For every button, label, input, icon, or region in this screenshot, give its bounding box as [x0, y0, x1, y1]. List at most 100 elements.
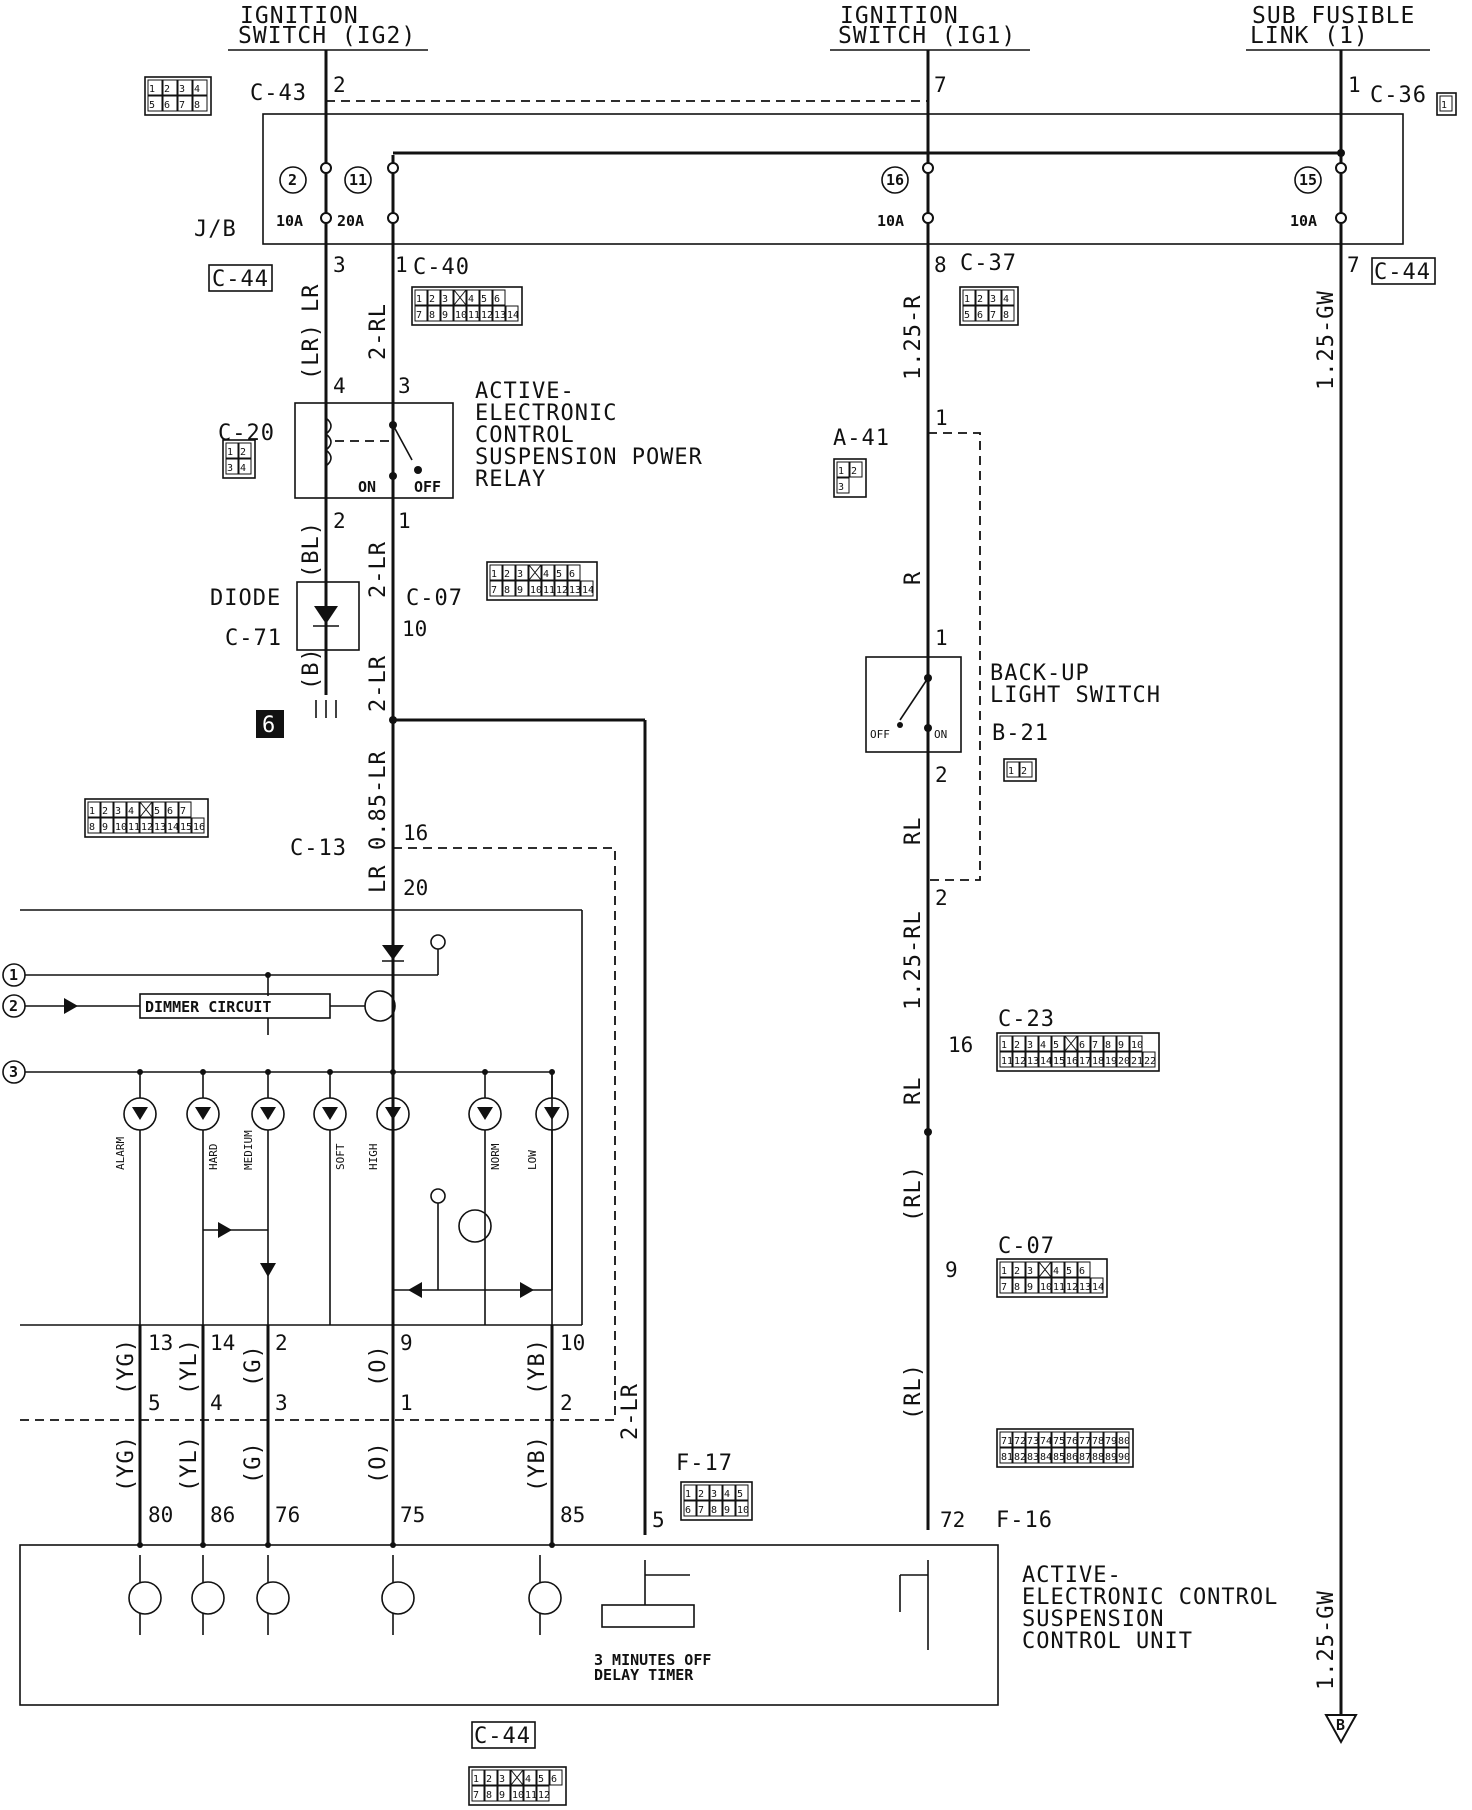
connector-cell: 6 [977, 310, 983, 321]
connector-cell: 83 [1027, 1452, 1039, 1463]
connector-cell: 7 [180, 806, 186, 817]
connector-cell: 14 [167, 822, 179, 833]
header-sub-line1: SUB FUSIBLE [1252, 3, 1415, 29]
connector-cell: 9 [1027, 1282, 1033, 1293]
connector-cell: 2 [429, 294, 435, 305]
connector-cell: 1 [964, 294, 970, 305]
indicator-label-2: MEDIUM [242, 1130, 255, 1170]
side-ref-2: 2 [9, 997, 18, 1015]
ecu-transistors [128, 1555, 562, 1635]
connector-c20: C-20 [218, 421, 275, 446]
connector-cell: 3 [442, 294, 448, 305]
connector-cell: 8 [504, 585, 510, 596]
pin-c07-10: 10 [402, 617, 427, 641]
connector-cell: 21 [1131, 1056, 1143, 1067]
connector-cell: 1 [1001, 1266, 1007, 1277]
connector-cell: 1 [416, 294, 422, 305]
connector-cell: 2 [240, 447, 246, 458]
pin-13: 13 [148, 1331, 173, 1355]
connector-cell: 7 [473, 1790, 479, 1801]
timer-label-2: DELAY TIMER [594, 1666, 694, 1684]
diode-label: DIODE [210, 586, 281, 611]
indicator-alarm: ALARM [114, 1069, 157, 1325]
connector-cell: 12 [556, 585, 568, 596]
fuse-no-11: 11 [349, 171, 367, 189]
connector-cell: 1 [149, 84, 155, 95]
connector-cell: 9 [442, 310, 448, 321]
relay-on-label: ON [358, 478, 376, 496]
connector-cell: 1 [473, 1774, 479, 1785]
fuse-rating-mid: 10A [877, 212, 904, 230]
wire-label-125gw-b: 1.25-GW [1314, 1590, 1339, 1690]
connector-cell: 15 [180, 822, 192, 833]
connector-cell: 3 [227, 463, 233, 474]
relay-title-5: RELAY [475, 467, 546, 492]
wire-g-2: (G) [241, 1441, 266, 1484]
connector-cell: 8 [1003, 310, 1009, 321]
diode-c71-box [296, 581, 360, 651]
connector-cell: 18 [1092, 1056, 1104, 1067]
connector-cell: 88 [1092, 1452, 1104, 1463]
pin-relay-3: 3 [398, 374, 411, 398]
connector-cell: 10 [530, 585, 542, 596]
connector-cell: 9 [517, 585, 523, 596]
header-ignition-ig1: IGNITION SWITCH (IG1) [830, 3, 1030, 51]
fuse-rating-right: 10A [1290, 212, 1317, 230]
backup-title-1: BACK-UP [990, 661, 1090, 686]
connector-cell: 5 [538, 1774, 544, 1785]
connector-cell: 77 [1079, 1436, 1091, 1447]
pin-14: 14 [210, 1331, 235, 1355]
junction-block [262, 113, 1404, 245]
indicator-label-1: HARD [207, 1144, 220, 1171]
connector-cell: 5 [737, 1489, 743, 1500]
fuse-no-15: 15 [1299, 171, 1317, 189]
ecu-box [19, 1544, 999, 1706]
connector-c07: C-07 [406, 586, 463, 611]
connector-cell: 14 [1092, 1282, 1104, 1293]
pin-b21-1: 1 [935, 626, 948, 650]
pin-e80: 80 [148, 1503, 173, 1527]
connector-cell: 2 [164, 84, 170, 95]
pin-b21-2: 2 [935, 763, 948, 787]
backup-on-label: ON [934, 728, 947, 741]
connector-cell: 12 [1066, 1282, 1078, 1293]
connector-c43: C-43 [250, 81, 307, 106]
pin-10: 10 [560, 1331, 585, 1355]
pin-9: 9 [400, 1331, 413, 1355]
connector-cell: 10 [115, 822, 127, 833]
wire-label-2lr-b: 2-LR [366, 655, 391, 712]
pin-jb-8: 8 [934, 253, 947, 277]
connector-cell: 7 [179, 100, 185, 111]
header-sub-fusible-link: SUB FUSIBLE LINK (1) [1246, 3, 1430, 51]
connector-cell: 1 [89, 806, 95, 817]
connector-cell: 8 [429, 310, 435, 321]
connector-cell: 8 [1014, 1282, 1020, 1293]
connector-cell: 9 [1118, 1040, 1124, 1051]
pin-jb-7: 7 [1347, 253, 1360, 277]
wire-yb-2: (YB) [525, 1435, 550, 1492]
connector-cell: 6 [494, 294, 500, 305]
connector-cell: 14 [1040, 1056, 1052, 1067]
relay-title-4: SUSPENSION POWER [475, 445, 703, 470]
pin-q4: 4 [210, 1391, 223, 1415]
pin-2: 2 [275, 1331, 288, 1355]
connector-cell: 3 [115, 806, 121, 817]
connector-cell: 10 [455, 310, 467, 321]
wire-label-2rl: 2-RL [366, 303, 391, 360]
relay-off-label: OFF [414, 478, 441, 496]
connector-cell: 86 [1066, 1452, 1078, 1463]
connector-b21: B-21 [992, 721, 1049, 746]
backup-off-label: OFF [870, 728, 890, 741]
connector-cell: 82 [1014, 1452, 1026, 1463]
connector-cell: 72 [1014, 1436, 1026, 1447]
ecu-title-2: ELECTRONIC CONTROL [1022, 1585, 1278, 1610]
side-ref-1: 1 [9, 966, 18, 984]
connector-c37: C-37 [960, 251, 1017, 276]
connector-cell: 9 [499, 1790, 505, 1801]
pin-q3: 3 [275, 1391, 288, 1415]
wire-label-125gw: 1.25-GW [1314, 290, 1339, 390]
connector-cell: 4 [1003, 294, 1009, 305]
wire-label-rl-paren-b: (RL) [901, 1363, 926, 1420]
